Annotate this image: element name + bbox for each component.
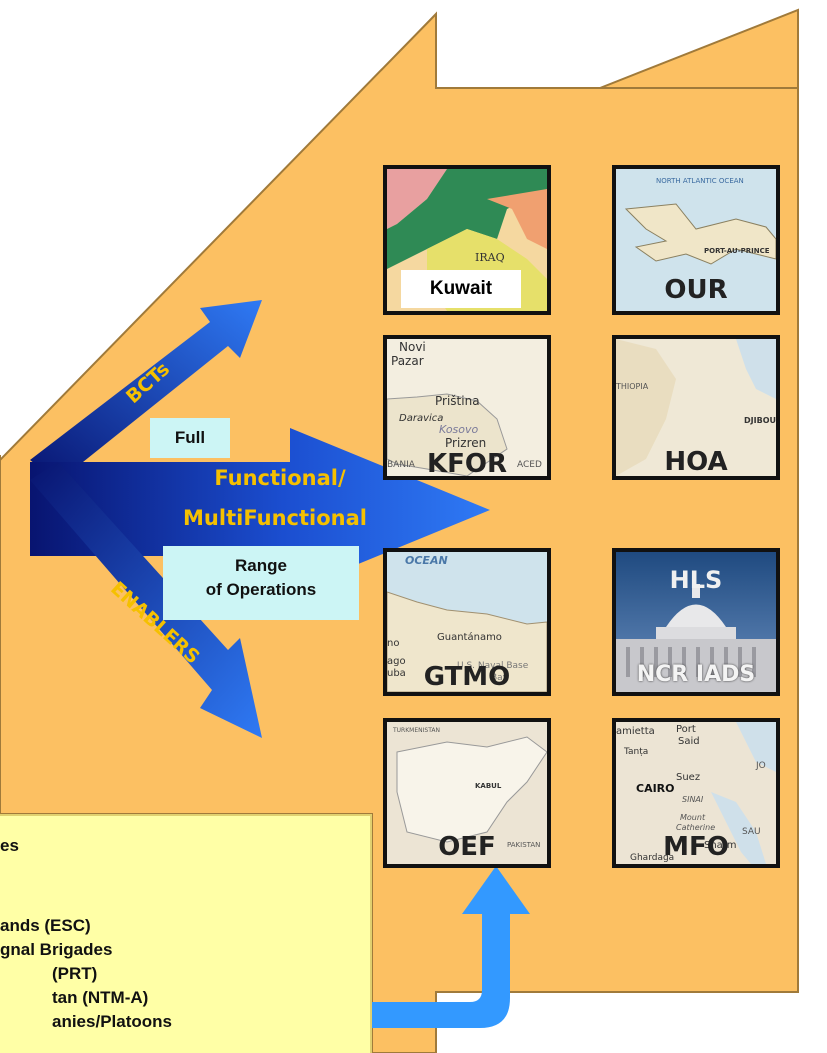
tile-label-our: OUR <box>664 275 728 305</box>
map-text-port-au-prince: PORT-AU-PRINCE <box>704 247 770 255</box>
map-text-iraq: IRAQ <box>475 251 505 264</box>
functional-label-line2: MultiFunctional <box>183 506 367 530</box>
map-text-daravica: Daravica <box>399 413 443 424</box>
tile-mfo[interactable]: amietta Port Said Tanța Suez CAIRO SINAI… <box>612 718 780 868</box>
tile-kuwait[interactable]: IRAQ Kuwait <box>383 165 551 315</box>
tile-hoa[interactable]: THIOPIA DJIBOU HOA <box>612 335 780 480</box>
map-text-bay: Bay <box>491 673 509 683</box>
map-text-prizren: Prizren <box>445 436 486 450</box>
map-text-catherine: Catherine <box>676 823 715 832</box>
legend-line-6: anies/Platoons <box>52 1012 172 1031</box>
map-text-tanta: Tanța <box>623 747 648 757</box>
map-text-uba: uba <box>387 668 406 679</box>
map-text-port: Port <box>676 724 696 735</box>
tile-gtmo[interactable]: OCEAN Guantánamo U.S. Naval Base Bay ago… <box>383 548 551 696</box>
map-text-kabul: KABUL <box>475 782 502 790</box>
legend-line-3: gnal Brigades <box>0 940 113 959</box>
map-text-kosovo: Kosovo <box>439 423 479 436</box>
map-text-said: Said <box>678 736 700 747</box>
tile-kfor[interactable]: Novi Pazar Priština Daravica Kosovo Priz… <box>383 335 551 480</box>
kosovo-map: Novi Pazar Priština Daravica Kosovo Priz… <box>387 339 547 476</box>
map-text-no: no <box>387 638 399 649</box>
map-text-sinai: SINAI <box>682 795 704 804</box>
map-text-sharm: Sharm <box>704 840 737 851</box>
legend-line-1: es <box>0 836 19 855</box>
tile-label-kuwait: Kuwait <box>401 270 521 308</box>
map-text-ghardaga: Ghardaga <box>630 853 674 863</box>
tile-our[interactable]: NORTH ATLANTIC OCEAN PORT-AU-PRINCE OUR <box>612 165 780 315</box>
map-text-atlantic: NORTH ATLANTIC OCEAN <box>656 177 744 185</box>
range-line2: of Operations <box>205 580 317 599</box>
map-text-ethiopia: THIOPIA <box>616 382 649 391</box>
enablers-arrow <box>30 462 262 738</box>
map-text-cairo: CAIRO <box>636 782 675 795</box>
guantanamo-map: OCEAN Guantánamo U.S. Naval Base Bay ago… <box>387 552 547 692</box>
sinai-map: amietta Port Said Tanța Suez CAIRO SINAI… <box>616 722 776 864</box>
map-text-ago: ago <box>387 656 406 667</box>
map-text-mount: Mount <box>680 813 706 822</box>
map-text-pakistan: PAKISTAN <box>507 841 540 849</box>
map-text-albania: BANIA <box>387 460 416 470</box>
functional-arrow <box>30 428 490 592</box>
bcts-arrow <box>30 300 262 482</box>
tile-hls[interactable]: HLS NCR IADS <box>612 548 780 696</box>
legend-line-5: tan (NTM-A) <box>52 988 149 1007</box>
return-arrow-body <box>372 866 530 1028</box>
tile-label-gtmo: GTMO <box>423 662 511 692</box>
haiti-map: NORTH ATLANTIC OCEAN PORT-AU-PRINCE <box>616 169 776 311</box>
map-text-suez: Suez <box>676 772 700 783</box>
map-text-ocean: OCEAN <box>405 554 448 567</box>
legend-line-4: (PRT) <box>52 964 98 983</box>
map-text-damietta: amietta <box>616 726 655 737</box>
map-text-turkmenistan: TURKMENISTAN <box>392 727 440 734</box>
map-text-pazar: Pazar <box>391 354 424 368</box>
legend-box: es ands (ESC) gnal Brigades (PRT) tan (N… <box>0 814 372 1053</box>
full-box: Full <box>150 418 230 458</box>
range-line1: Range <box>235 556 287 575</box>
map-text-novi: Novi <box>399 340 426 354</box>
legend-line-2: ands (ESC) <box>0 916 91 935</box>
afghanistan-map: TURKMENISTAN KABUL PAKISTAN <box>387 722 547 864</box>
tile-label-oef: OEF <box>438 832 496 862</box>
tile-label-kfor: KFOR <box>426 449 508 479</box>
tile-label-hls: HLS <box>669 566 723 594</box>
capitol-image <box>616 552 776 692</box>
map-text-pristina: Priština <box>435 394 480 408</box>
functional-label-line1: Functional/ <box>214 466 346 490</box>
map-text-macedonia: ACED <box>517 460 542 470</box>
map-text-djibouti: DJIBOU <box>744 416 776 425</box>
horn-of-africa-map: THIOPIA DJIBOU <box>616 339 776 476</box>
tile-oef[interactable]: TURKMENISTAN KABUL PAKISTAN OEF <box>383 718 551 868</box>
tile-sublabel-ncr-iads: NCR IADS <box>636 662 756 687</box>
map-text-guantanamo: Guantánamo <box>437 631 502 643</box>
tile-label-mfo: MFO <box>663 832 729 862</box>
map-text-naval-base: U.S. Naval Base <box>457 661 529 671</box>
tile-label-hoa: HOA <box>664 447 728 477</box>
range-box: Range of Operations <box>163 546 359 620</box>
map-text-sau: SAU <box>742 827 761 837</box>
map-text-jo: JO <box>755 761 766 771</box>
